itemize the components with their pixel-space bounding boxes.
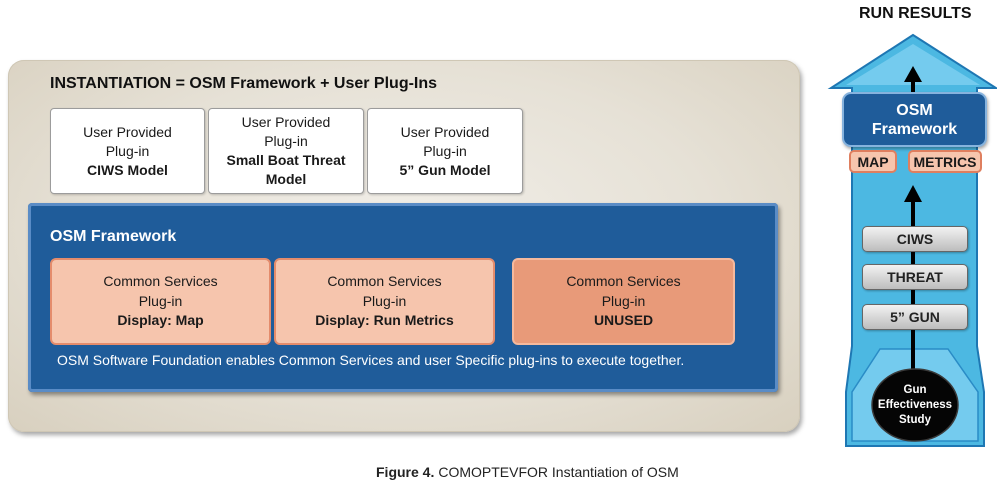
run-service-map: MAP (849, 150, 897, 173)
instantiation-title: INSTANTIATION = OSM Framework + User Plu… (50, 75, 438, 92)
flow-arrowhead-main (904, 185, 922, 202)
user-plugin-line: Plug-in (264, 133, 308, 149)
user-plugin-line: User Provided (241, 114, 331, 130)
study-line: Study (899, 413, 931, 426)
run-service-metrics: METRICS (908, 150, 982, 173)
run-plugin-gun: 5” GUN (862, 304, 968, 330)
user-plugin-name: Model (265, 171, 307, 187)
user-plugin-name: Small Boat Threat (226, 152, 346, 168)
common-service-line: Common Services (566, 273, 681, 290)
user-plugin-gun-box: User Provided Plug-in 5” Gun Model (367, 108, 523, 194)
run-osm-framework-line: OSM (896, 101, 933, 119)
study-line: Effectiveness (877, 398, 953, 411)
common-service-line: Plug-in (601, 292, 646, 309)
common-service-metrics-box: Common Services Plug-in Display: Run Met… (274, 258, 495, 345)
run-osm-framework-box: OSM Framework (842, 92, 987, 147)
user-plugin-ciws-box: User Provided Plug-in CIWS Model (50, 108, 205, 194)
osm-foundation-note: OSM Software Foundation enables Common S… (57, 352, 685, 368)
common-service-name: Display: Run Metrics (315, 312, 454, 329)
run-results-title: RUN RESULTS (859, 5, 972, 22)
user-plugin-line: User Provided (400, 123, 490, 140)
common-service-line: Plug-in (138, 292, 183, 309)
figure-caption-text: COMOPTEVFOR Instantiation of OSM (438, 464, 679, 480)
run-osm-framework-line: Framework (871, 120, 958, 138)
flow-arrowhead-top (904, 66, 922, 82)
common-service-name: UNUSED (593, 312, 654, 329)
osm-framework-panel: OSM Framework Common Services Plug-in Di… (28, 203, 778, 392)
user-plugin-line: Plug-in (105, 142, 150, 159)
common-service-map-box: Common Services Plug-in Display: Map (50, 258, 271, 345)
study-ellipse (871, 368, 959, 442)
gun-effectiveness-study-label: Gun Effectiveness Study (872, 381, 958, 429)
user-plugin-line: Plug-in (423, 142, 467, 159)
common-service-line: Common Services (327, 273, 442, 290)
study-line: Gun (903, 383, 927, 396)
user-plugin-name: CIWS Model (87, 161, 168, 178)
run-plugin-ciws: CIWS (862, 226, 968, 252)
run-plugin-threat: THREAT (862, 264, 968, 290)
flow-line-top (911, 78, 915, 93)
figure-caption-label: Figure 4. (376, 464, 435, 480)
common-service-unused-box: Common Services Plug-in UNUSED (512, 258, 735, 345)
instantiation-panel: INSTANTIATION = OSM Framework + User Plu… (8, 60, 800, 432)
common-service-line: Plug-in (362, 292, 407, 309)
osm-framework-title: OSM Framework (50, 228, 177, 245)
user-plugin-small-boat-box: User Provided Plug-in Small Boat Threat … (208, 108, 364, 194)
arrow-head-highlight (846, 44, 980, 85)
figure-caption: Figure 4.COMOPTEVFOR Instantiation of OS… (376, 463, 679, 481)
user-plugin-line: User Provided (83, 123, 172, 140)
user-plugin-name: 5” Gun Model (399, 161, 491, 178)
common-service-name: Display: Map (117, 312, 204, 329)
common-service-line: Common Services (103, 273, 218, 290)
